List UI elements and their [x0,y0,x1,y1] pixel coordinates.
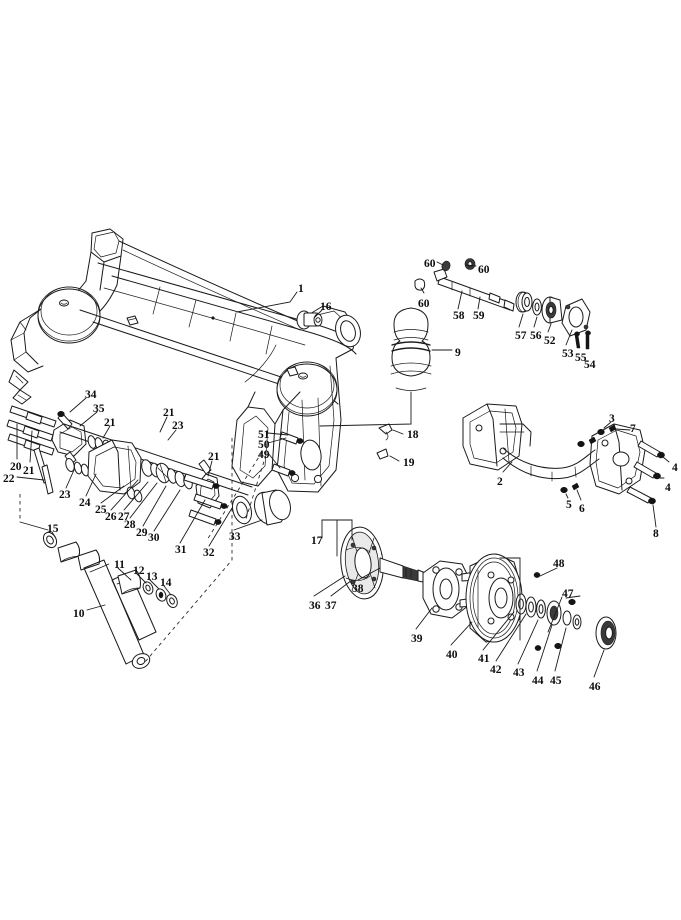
callout-3-bolt: 3 [609,413,615,425]
callout-46-hub-cap: 46 [589,681,601,693]
callout-1-axle-housing: 1 [298,283,304,295]
callout-21-washer: 21 [163,407,175,419]
drive-shaft-group [414,258,591,350]
stabilizer-bar-assembly-group [462,403,665,505]
part-5-6-hardware [560,482,580,494]
callout-21-washer: 21 [104,417,116,429]
brake-hub-group [340,526,617,651]
callout-6-nut: 6 [579,503,585,515]
callout-17-backing-plate-hardware: 17 [311,535,323,547]
callout-43-spacer: 43 [513,667,525,679]
callout-31-yoke-bolt: 31 [175,544,187,556]
callout-4-bolt: 4 [665,482,671,494]
callout-11-rubber-bushing: 11 [114,559,125,571]
callout-47-bolt: 47 [562,588,574,600]
callout-22-dowel-pin: 22 [3,473,15,485]
callout-8-bolt: 8 [653,528,659,540]
callout-59-slip-yoke: 59 [473,310,485,322]
callout-21-washer: 21 [208,451,220,463]
callout-58-drive-shaft: 58 [453,310,465,322]
callout-60-grease-fitting: 60 [424,258,436,270]
callout-30-oil-seal: 30 [148,532,160,544]
part-24-diff-case [87,439,142,495]
callout-24-differential-case: 24 [79,497,91,509]
part-16-breather [296,310,323,330]
callout-45-adjusting-nut: 45 [550,675,562,687]
callout-10-shock-absorber: 10 [73,608,85,620]
callout-35-mount-bracket: 35 [93,403,105,415]
callout-5-washer: 5 [566,499,572,511]
callout-15-bushing: 15 [47,523,59,535]
callout-53-companion-plate: 53 [562,348,574,360]
callout-27-bearing-cup: 27 [118,511,130,523]
callout-25-shim: 25 [95,504,107,516]
callout-14-nut: 14 [160,577,172,589]
part-23-washers [65,458,90,477]
callout-44-lock-washer: 44 [532,675,544,687]
part-32-33-flange [232,489,291,526]
callout-34-bracket-bolt: 34 [85,389,97,401]
callout-55-bolt: 55 [575,352,587,364]
construction-lines [19,438,267,663]
callout-54-nut: 54 [584,359,596,371]
callout-56-washer: 56 [530,330,542,342]
callout-33-companion-flange: 33 [229,531,241,543]
callout-7-nut: 7 [630,423,636,435]
differential-carrier-group [6,405,304,526]
part-9-air-spring [390,307,432,391]
callout-51-bolt: 51 [258,429,270,441]
callout-16-breather-fitting: 16 [320,301,332,313]
callout-60-grease-fitting: 60 [478,264,490,276]
leader-lines [16,261,670,678]
part-3-7-hardware [577,424,617,448]
callout-38-axle-shaft: 38 [352,583,364,595]
callout-12-washer: 12 [133,565,145,577]
callout-57-bearing: 57 [515,330,527,342]
small-hardware-group [376,423,393,460]
callout-4-bolt: 4 [672,462,678,474]
axle-housing-group [8,228,361,493]
callout-37-brake-shoe-assembly: 37 [325,600,337,612]
part-8-bolt [626,486,656,505]
callout-41-bearing-cone: 41 [478,653,490,665]
callout-52-flange-yoke: 52 [544,335,556,347]
shock-absorber-group [42,531,178,669]
callout-40-brake-drum: 40 [446,649,458,661]
callout-50-washer: 50 [258,439,270,451]
callout-28-ring-gear: 28 [124,519,136,531]
part-4-bolts [633,440,665,480]
callout-42-bearing-cup: 42 [490,664,502,676]
callout-19-grommet: 19 [403,457,415,469]
callout-21-washer: 21 [23,465,35,477]
callout-20-stud-bolt: 20 [10,461,22,473]
callout-26-bearing-cone: 26 [105,511,117,523]
callout-13-washer: 13 [146,571,158,583]
callout-2-stabilizer-bar: 2 [497,476,503,488]
callout-18-clip: 18 [407,429,419,441]
part-25-30-pinion-stack [126,459,193,503]
part-21-bolts-right [183,473,228,526]
callout-9-air-spring: 9 [455,347,461,359]
callout-29-pinion-spacer: 29 [136,527,148,539]
callout-39-wheel-hub: 39 [411,633,423,645]
callout-23-nut: 23 [59,489,71,501]
part-49-51-hardware [271,431,304,477]
callout-60-grease-fitting: 60 [418,298,430,310]
callout-48-stud: 48 [553,558,565,570]
callout-23-nut: 23 [172,420,184,432]
callout-32-stud: 32 [203,547,215,559]
callout-49-nut: 49 [258,449,270,461]
callout-36-brake-backing-plate: 36 [309,600,321,612]
